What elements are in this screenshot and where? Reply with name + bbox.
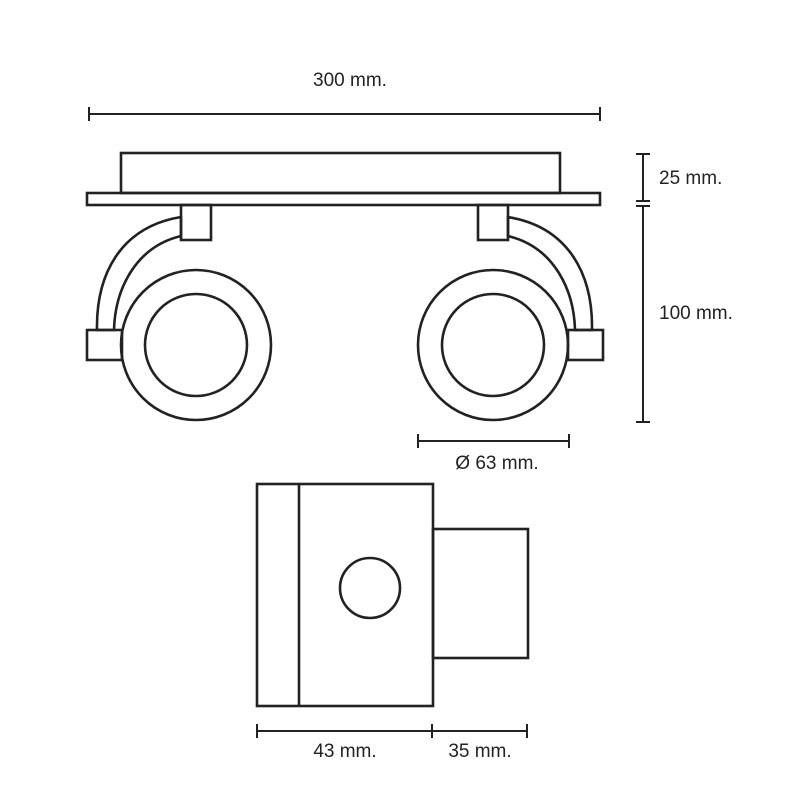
side-view <box>255 482 530 708</box>
body-depth-dimension: 43 mm. <box>256 724 433 762</box>
right-side-knob <box>566 328 605 362</box>
head-height-label: 100 mm. <box>659 303 733 324</box>
left-pivot-block <box>179 203 213 242</box>
ceiling-box <box>119 151 562 195</box>
mounting-plate <box>85 191 602 207</box>
body-depth-label: 43 mm. <box>313 741 376 762</box>
left-lens <box>143 292 249 398</box>
side-pivot-circle <box>338 556 402 620</box>
plate-height-label: 25 mm. <box>659 168 722 189</box>
lens-diameter-dimension: Ø 63 mm. <box>417 434 570 474</box>
front-view <box>85 151 605 422</box>
plate-height-dimension: 25 mm. <box>636 153 722 202</box>
cap-depth-dimension: 35 mm. <box>432 724 528 762</box>
left-side-knob <box>85 328 124 362</box>
cap-depth-label: 35 mm. <box>448 741 511 762</box>
lens-diameter-label: Ø 63 mm. <box>455 453 538 474</box>
right-bracket-arm <box>506 215 594 332</box>
right-spotlight <box>416 203 605 422</box>
side-end-cap <box>431 527 530 660</box>
right-pivot-block <box>476 203 510 242</box>
right-outer-ring <box>416 268 570 422</box>
right-lens <box>440 292 546 398</box>
left-spotlight <box>85 203 273 422</box>
width-dimension: 300 mm. <box>88 70 601 121</box>
side-body <box>255 482 435 708</box>
head-height-dimension: 100 mm. <box>636 205 733 423</box>
left-outer-ring <box>119 268 273 422</box>
left-bracket-arm <box>95 215 183 332</box>
width-label: 300 mm. <box>313 70 387 91</box>
